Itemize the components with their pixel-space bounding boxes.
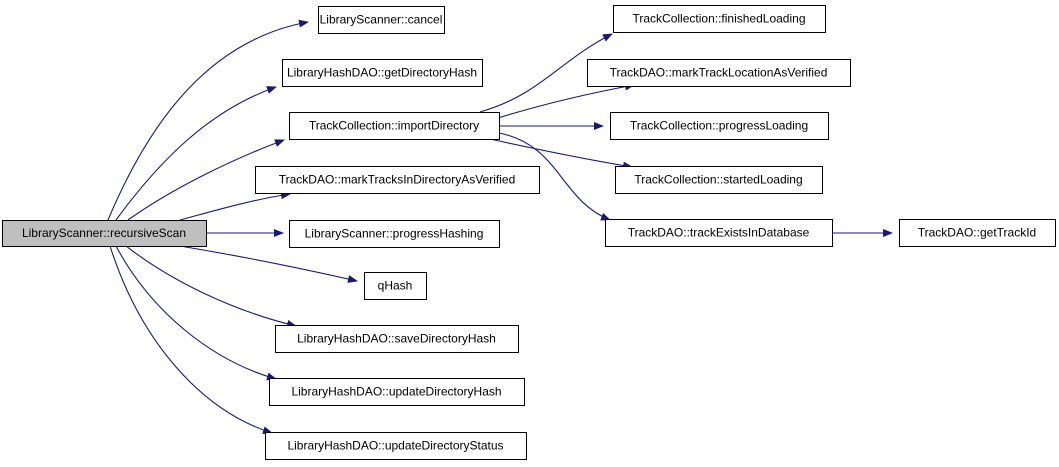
edge-importDirectory-to-finishedLoading bbox=[479, 33, 613, 113]
node-getDirectoryHash[interactable]: LibraryHashDAO::getDirectoryHash bbox=[282, 59, 483, 87]
node-box bbox=[282, 59, 483, 87]
node-label: TrackCollection::finishedLoading bbox=[633, 12, 806, 26]
node-label: TrackCollection::progressLoading bbox=[630, 119, 808, 133]
node-markTrackLocationAsVerified[interactable]: TrackDAO::markTrackLocationAsVerified bbox=[587, 59, 851, 87]
node-label: LibraryScanner::progressHashing bbox=[305, 227, 484, 241]
edge-recursiveScan-to-updateDirectoryStatus bbox=[109, 245, 273, 435]
node-box bbox=[610, 112, 829, 140]
edge-importDirectory-to-trackExistsInDatabase bbox=[498, 132, 611, 221]
node-label: LibraryHashDAO::updateDirectoryStatus bbox=[287, 439, 503, 453]
edge-recursiveScan-to-getDirectoryHash bbox=[115, 86, 277, 221]
edge-recursiveScan-to-cancel bbox=[107, 19, 309, 221]
node-updateDirectoryStatus[interactable]: LibraryHashDAO::updateDirectoryStatus bbox=[265, 432, 527, 460]
edge-importDirectory-to-markTrackLocationAsVerified bbox=[497, 82, 635, 119]
node-label: TrackCollection::startedLoading bbox=[634, 173, 802, 187]
node-box bbox=[2, 220, 207, 247]
node-box bbox=[289, 112, 500, 140]
edge-recursiveScan-to-qHash bbox=[179, 245, 358, 283]
node-label: LibraryScanner::recursiveScan bbox=[22, 226, 186, 240]
node-startedLoading[interactable]: TrackCollection::startedLoading bbox=[615, 166, 823, 194]
node-label: LibraryScanner::cancel bbox=[320, 13, 443, 27]
node-box bbox=[255, 166, 540, 194]
node-box bbox=[275, 325, 519, 353]
edges-layer bbox=[107, 19, 893, 435]
node-label: LibraryHashDAO::updateDirectoryHash bbox=[291, 385, 501, 399]
node-finishedLoading[interactable]: TrackCollection::finishedLoading bbox=[613, 5, 826, 33]
nodes-layer: LibraryScanner::recursiveScan LibraryScan… bbox=[2, 5, 1056, 460]
edge-recursiveScan-to-markTracksInDirectoryAsVerified bbox=[179, 191, 291, 221]
node-markTracksInDirectoryAsVerified[interactable]: TrackDAO::markTracksInDirectoryAsVerifie… bbox=[255, 166, 540, 194]
node-label: TrackDAO::markTrackLocationAsVerified bbox=[610, 66, 828, 80]
node-box bbox=[265, 432, 527, 460]
node-label: LibraryHashDAO::getDirectoryHash bbox=[287, 66, 477, 80]
node-box bbox=[605, 219, 833, 247]
node-recursiveScan[interactable]: LibraryScanner::recursiveScan bbox=[2, 220, 207, 247]
node-importDirectory[interactable]: TrackCollection::importDirectory bbox=[289, 112, 500, 140]
node-qHash[interactable]: qHash bbox=[364, 272, 427, 300]
node-label: TrackDAO::getTrackId bbox=[918, 226, 1036, 240]
node-updateDirectoryHash[interactable]: LibraryHashDAO::updateDirectoryHash bbox=[269, 378, 525, 406]
node-label: LibraryHashDAO::saveDirectoryHash bbox=[297, 332, 496, 346]
node-box bbox=[615, 166, 823, 194]
edge-importDirectory-to-startedLoading bbox=[489, 138, 633, 170]
node-trackExistsInDatabase[interactable]: TrackDAO::trackExistsInDatabase bbox=[605, 219, 833, 247]
node-box bbox=[587, 59, 851, 87]
edge-recursiveScan-to-updateDirectoryHash bbox=[115, 245, 277, 381]
node-label: TrackDAO::trackExistsInDatabase bbox=[628, 226, 810, 240]
node-box bbox=[318, 6, 445, 34]
node-box bbox=[364, 272, 427, 300]
node-getTrackId[interactable]: TrackDAO::getTrackId bbox=[899, 219, 1056, 247]
edge-recursiveScan-to-saveDirectoryHash bbox=[125, 245, 297, 328]
node-label: qHash bbox=[378, 279, 413, 293]
node-label: TrackCollection::importDirectory bbox=[309, 119, 479, 133]
node-label: TrackDAO::markTracksInDirectoryAsVerifie… bbox=[279, 173, 516, 187]
node-saveDirectoryHash[interactable]: LibraryHashDAO::saveDirectoryHash bbox=[275, 325, 519, 353]
node-progressHashing[interactable]: LibraryScanner::progressHashing bbox=[289, 220, 500, 248]
node-box bbox=[289, 220, 500, 248]
node-box bbox=[613, 5, 826, 33]
edge-recursiveScan-to-importDirectory bbox=[127, 139, 285, 221]
node-box bbox=[269, 378, 525, 406]
node-box bbox=[899, 219, 1056, 247]
node-cancel[interactable]: LibraryScanner::cancel bbox=[318, 6, 445, 34]
node-progressLoading[interactable]: TrackCollection::progressLoading bbox=[610, 112, 829, 140]
